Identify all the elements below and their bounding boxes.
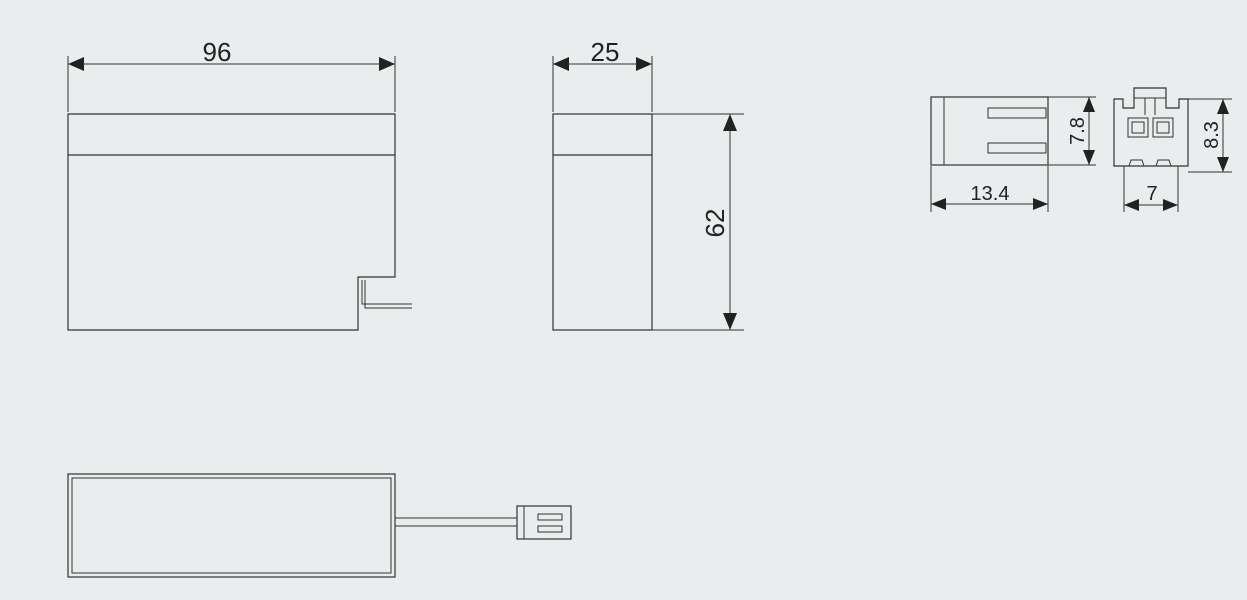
front-view: 96 bbox=[67, 37, 412, 331]
arrow-down-icon bbox=[723, 313, 737, 330]
connector-end-view: 8.3 7 bbox=[1113, 87, 1232, 212]
connector-width-label: 13.4 bbox=[971, 183, 1010, 205]
connector-height-dimension: 7.8 bbox=[1048, 96, 1096, 166]
arrow-up-icon bbox=[1083, 97, 1095, 112]
arrow-up-icon bbox=[1217, 99, 1229, 114]
arrow-down-icon bbox=[1083, 150, 1095, 165]
arrow-right-icon bbox=[1033, 198, 1048, 210]
connector-pin bbox=[987, 142, 1047, 154]
side-view-body bbox=[552, 113, 653, 331]
side-height-label: 62 bbox=[700, 209, 730, 238]
connector-end-height-dimension: 8.3 bbox=[1188, 98, 1232, 173]
arrow-left-icon bbox=[1124, 199, 1139, 211]
arrow-right-icon bbox=[636, 57, 652, 71]
arrow-up-icon bbox=[723, 114, 737, 131]
front-view-lead-wire-2 bbox=[364, 280, 412, 309]
connector-socket bbox=[1127, 117, 1149, 138]
arrow-left-icon bbox=[931, 198, 946, 210]
side-width-label: 25 bbox=[591, 37, 620, 67]
connector-end-width-label: 7 bbox=[1146, 183, 1157, 205]
front-width-dimension: 96 bbox=[67, 37, 396, 112]
side-width-dimension: 25 bbox=[552, 37, 653, 112]
arrow-right-icon bbox=[1163, 199, 1178, 211]
top-view bbox=[67, 473, 572, 578]
front-view-body bbox=[67, 113, 396, 331]
arrow-right-icon bbox=[379, 57, 395, 71]
arrow-down-icon bbox=[1217, 157, 1229, 172]
connector-end-width-dimension: 7 bbox=[1123, 166, 1179, 212]
connector-end-height-label: 8.3 bbox=[1201, 121, 1223, 149]
arrow-left-icon bbox=[553, 57, 569, 71]
connector-width-dimension: 13.4 bbox=[930, 166, 1049, 212]
arrow-left-icon bbox=[68, 57, 84, 71]
front-width-label: 96 bbox=[203, 37, 232, 67]
front-view-lead-wire bbox=[361, 280, 412, 305]
connector-pin bbox=[987, 107, 1047, 119]
connector-socket bbox=[1152, 117, 1174, 138]
side-view: 25 62 bbox=[552, 37, 744, 331]
top-view-inner-outline bbox=[71, 477, 392, 574]
connector-side-view: 13.4 7.8 bbox=[930, 96, 1096, 212]
side-height-dimension: 62 bbox=[652, 113, 744, 331]
connector-side-body bbox=[930, 96, 1049, 166]
connector-end-body bbox=[1113, 87, 1189, 167]
top-view-connector bbox=[516, 505, 572, 540]
connector-height-label: 7.8 bbox=[1067, 117, 1089, 145]
top-view-body bbox=[67, 473, 396, 578]
